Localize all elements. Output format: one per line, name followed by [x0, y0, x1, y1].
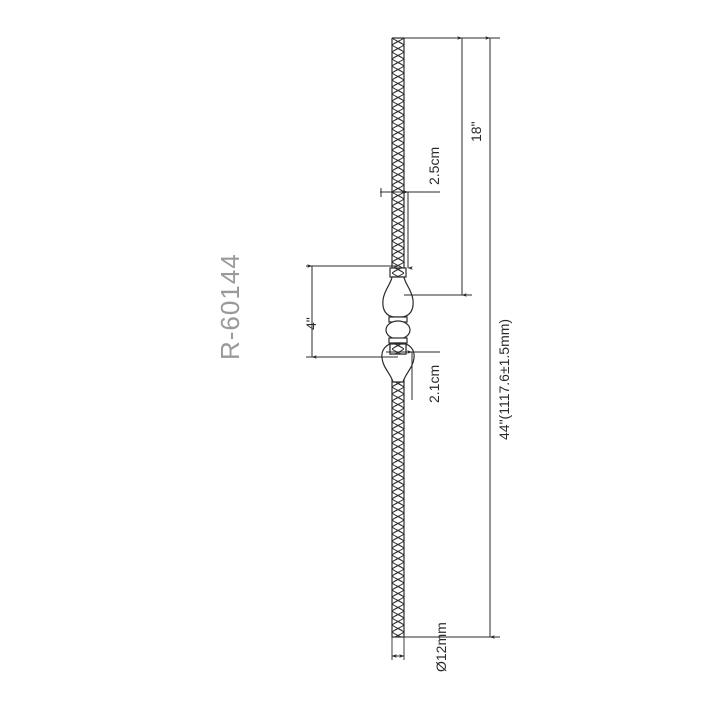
- dimension-label-overall-height: 44"(1117.6±1.5mm): [496, 318, 512, 440]
- knuckle-upper-bulb: [382, 276, 414, 318]
- part-number-label: R-60144: [215, 253, 245, 360]
- dimension-lines: [307, 36, 495, 658]
- knuckle-ornament: [381, 267, 415, 383]
- knuckle-sphere: [385, 320, 411, 340]
- dimension-label-collar-length: 2.1cm: [426, 364, 442, 403]
- knuckle-lower-ring: [388, 337, 408, 344]
- dimension-label-shaft-diameter: Ø12mm: [433, 622, 449, 672]
- dimension-label-top-plain-length: 2.5cm: [426, 146, 442, 185]
- dimension-label-top-section: 18": [468, 121, 484, 142]
- shaft-twist-texture-upper: [392, 38, 404, 268]
- knuckle-base-ferrule: [389, 343, 407, 355]
- shaft-twist-texture-lower: [392, 352, 404, 637]
- dimension-label-knuckle-height: 4": [303, 317, 319, 330]
